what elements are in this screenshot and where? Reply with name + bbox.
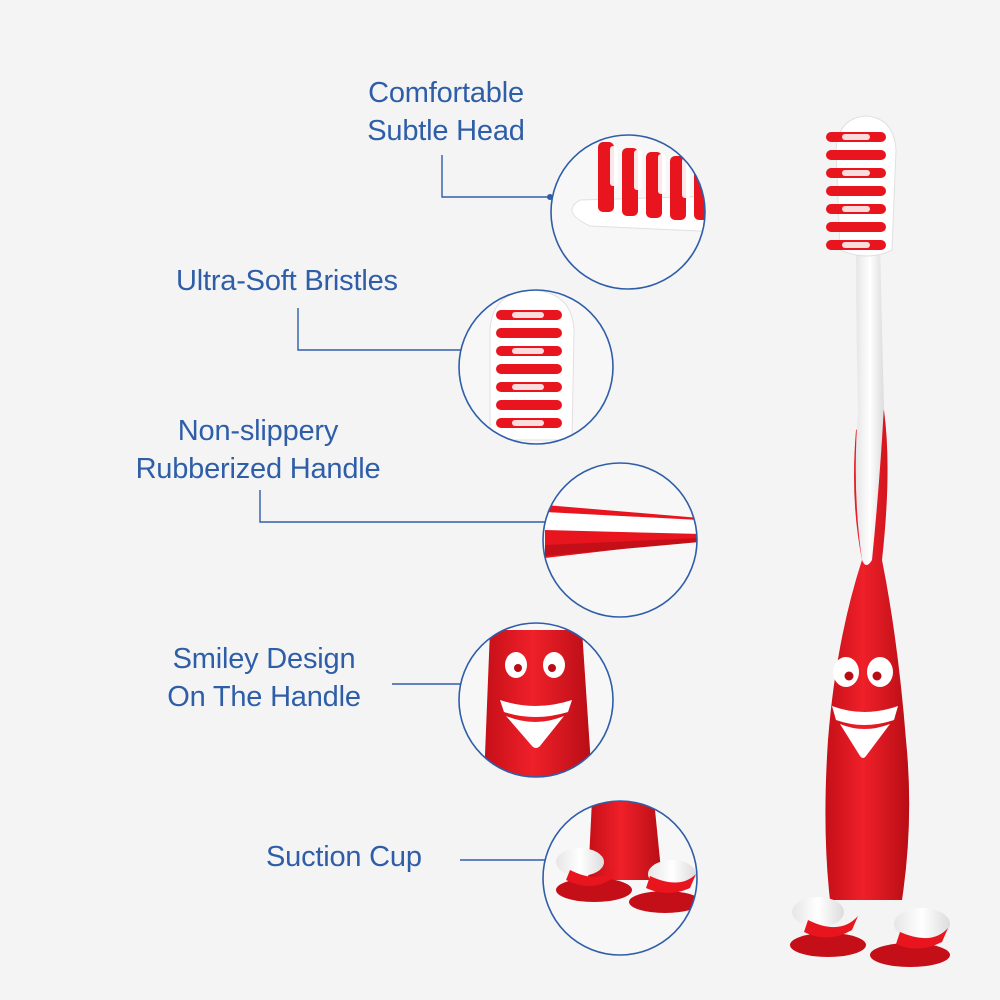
label-comfortable-head: Comfortable Subtle Head — [362, 74, 530, 150]
connector-head — [441, 155, 550, 198]
zoom-circle-bristles — [458, 289, 614, 445]
zoom-circle-handle — [542, 462, 698, 618]
label-line: Comfortable — [368, 77, 524, 109]
connector-bristles — [297, 308, 470, 351]
label-line: Ultra-Soft Bristles — [176, 265, 398, 297]
label-line: Subtle Head — [367, 115, 525, 147]
label-smiley-design: Smiley Design On The Handle — [148, 640, 380, 716]
label-suction-cup: Suction Cup — [266, 838, 422, 876]
label-ultra-soft-bristles: Ultra-Soft Bristles — [176, 262, 398, 300]
zoom-circle-suction — [542, 800, 698, 956]
suction-cup-right — [870, 943, 950, 967]
label-line: Smiley Design — [172, 643, 356, 675]
zoom-circle-head — [550, 134, 706, 290]
label-line: On The Handle — [167, 681, 361, 713]
foot-right — [894, 908, 950, 940]
label-rubberized-handle: Non-slippery Rubberized Handle — [112, 412, 404, 488]
connector-lines — [259, 155, 551, 861]
brush-neck — [856, 240, 884, 410]
label-line: Rubberized Handle — [135, 453, 381, 485]
smiley-face — [832, 657, 898, 758]
label-line: Suction Cup — [266, 841, 422, 873]
suction-cup-left — [790, 933, 866, 957]
foot-left — [792, 897, 844, 927]
brush-handle — [825, 410, 910, 900]
label-line: Non-slippery — [177, 415, 339, 447]
zoom-circle-smiley — [458, 622, 614, 778]
connector-handle — [259, 490, 548, 523]
toothbrush — [790, 115, 950, 967]
